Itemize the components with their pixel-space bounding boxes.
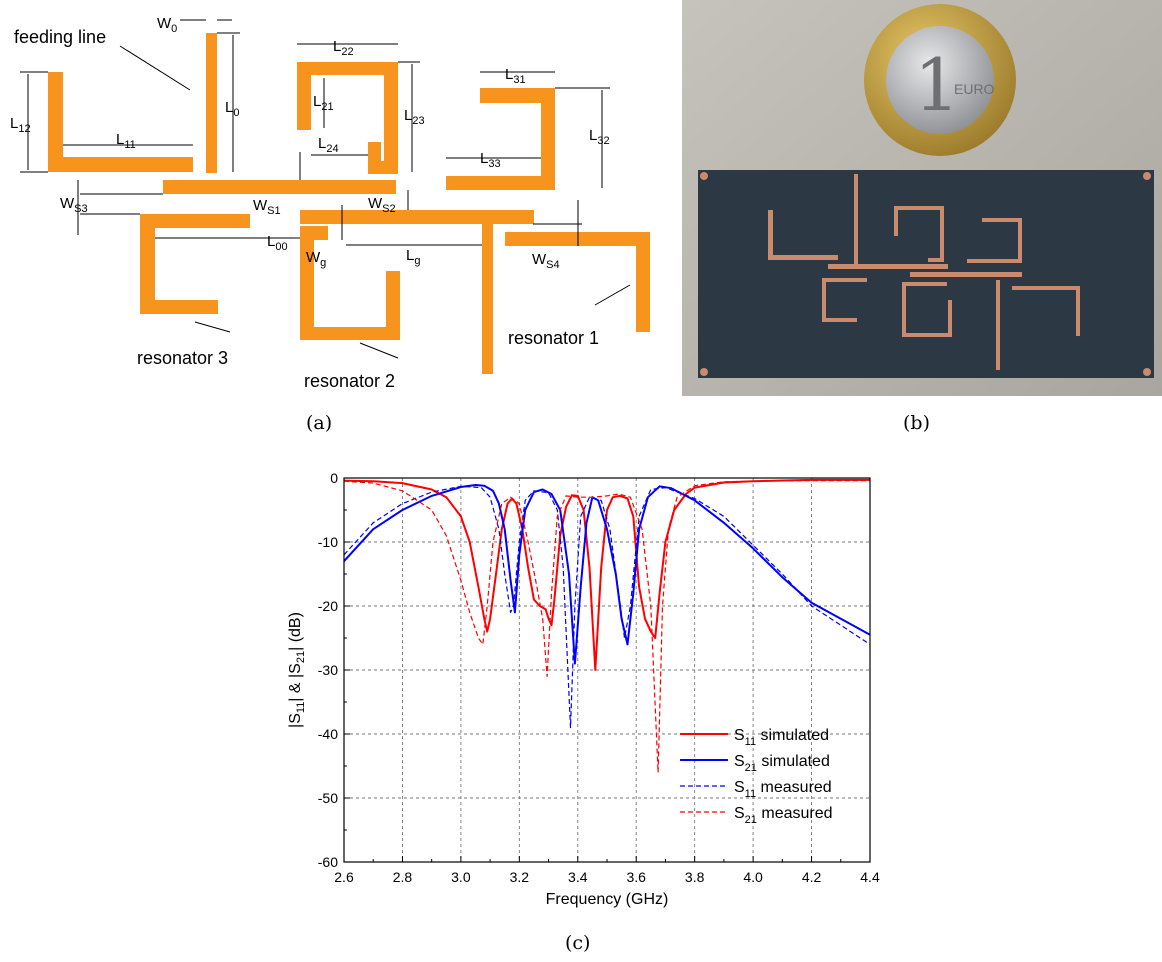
res1-top <box>480 88 555 103</box>
x-tick-label: 2.6 <box>334 869 354 885</box>
resonator-3-bottom-top <box>140 214 250 228</box>
legend-label-0: S11 simulated <box>734 727 829 748</box>
ws4-label: WS4 <box>532 251 560 271</box>
lg-label: Lg <box>406 247 420 267</box>
res2-top-left <box>297 62 311 130</box>
ws3-label: WS3 <box>60 195 88 215</box>
legend-label-2: S11 measured <box>734 779 832 800</box>
series-layer <box>343 478 871 773</box>
y-tick-label: -60 <box>318 854 338 870</box>
res1-bottom <box>446 176 555 190</box>
series-line-2 <box>343 485 871 729</box>
resonator-3-bottom-bottom <box>140 300 218 314</box>
x-tick-label: 3.0 <box>451 869 471 885</box>
x-tick-label: 3.8 <box>685 869 705 885</box>
y-tick-label: -20 <box>318 598 338 614</box>
l31-label: L31 <box>505 66 526 86</box>
grid-layer <box>344 478 870 862</box>
resonator-3-label: resonator 3 <box>137 348 228 368</box>
x-tick-label: 2.8 <box>393 869 413 885</box>
legend-label-3: S21 measured <box>734 805 833 826</box>
pcb-traces <box>768 174 1080 370</box>
resonator-2-label: resonator 2 <box>304 371 395 391</box>
y-tick-label: -30 <box>318 662 338 678</box>
l12-label: L12 <box>10 115 31 135</box>
wg-label: Wg <box>306 249 326 269</box>
fabricated-filter-photo: 1 EURO <box>682 0 1162 396</box>
l32-label: L32 <box>589 127 610 147</box>
ws2-label: WS2 <box>368 195 396 215</box>
photo-svg: 1 EURO <box>682 0 1162 396</box>
l23-label: L23 <box>404 107 425 127</box>
l24-label: L24 <box>318 135 339 155</box>
res2-bottom-bottom <box>300 327 400 340</box>
l22-label: L22 <box>333 38 354 58</box>
l11-label: L11 <box>116 131 136 151</box>
x-tick-label: 3.6 <box>626 869 646 885</box>
y-tick-label: -40 <box>318 726 338 742</box>
res1-bottom-vertical <box>636 232 650 332</box>
x-tick-label: 3.4 <box>568 869 588 885</box>
feeding-line-stub <box>206 33 217 173</box>
y-tick-label: 0 <box>330 470 338 486</box>
legend-label-1: S21 simulated <box>734 753 830 774</box>
w0-label: W0 <box>157 15 177 35</box>
tick-layer: 2.6 2.8 3.0 3.2 3.4 3.6 3.8 4.0 4.2 4.4 0 -10 -20 -30… <box>318 470 880 885</box>
res2-top-inner <box>368 142 381 174</box>
x-tick-label: 4.2 <box>802 869 822 885</box>
y-tick-label: -10 <box>318 534 338 550</box>
res2-bottom-left <box>300 226 314 340</box>
y-tick-label: -50 <box>318 790 338 806</box>
l21-label: L21 <box>313 93 334 113</box>
chart-svg: 2.6 2.8 3.0 3.2 3.4 3.6 3.8 4.0 4.2 4.4 0 -10 -20 -30… <box>287 470 880 908</box>
res1-right <box>541 88 555 190</box>
euro-coin: 1 EURO <box>864 4 1016 156</box>
s-parameter-chart: 2.6 2.8 3.0 3.2 3.4 3.6 3.8 4.0 4.2 4.4 0 -10 -20 -30… <box>270 462 890 932</box>
x-tick-label: 3.2 <box>510 869 530 885</box>
res2-top-right <box>384 62 398 174</box>
res2-bottom-right <box>386 271 400 340</box>
res2-top-top <box>297 62 398 75</box>
ws1-label: WS1 <box>253 197 281 217</box>
y-axis-label: |S11| & |S21| (dB) <box>287 612 307 728</box>
series-line-3 <box>343 480 870 773</box>
x-axis-label: Frequency (GHz) <box>546 891 669 908</box>
caption-a: (a) <box>306 412 333 434</box>
coupling-line-mid <box>300 210 534 224</box>
layout-diagram: feeding line resonator 3 resonator 2 res… <box>0 0 660 400</box>
layout-svg: feeding line resonator 3 resonator 2 res… <box>10 15 650 391</box>
x-tick-label: 4.4 <box>860 869 880 885</box>
x-tick-label: 4.0 <box>743 869 763 885</box>
caption-b: (b) <box>903 412 930 434</box>
coin-euro-text: EURO <box>954 81 995 97</box>
output-line <box>482 224 493 374</box>
feeding-line-label: feeding line <box>14 27 106 47</box>
caption-c: (c) <box>565 932 591 954</box>
l33-label: L33 <box>480 150 501 170</box>
feeding-line-bar <box>163 180 396 194</box>
l00-label: L00 <box>267 233 288 253</box>
series-line-1 <box>343 484 871 665</box>
resonator-1-label: resonator 1 <box>508 328 599 348</box>
resonator-3-top-vertical <box>48 72 63 172</box>
series-line-0 <box>343 478 870 671</box>
coin-numeral: 1 <box>914 43 960 127</box>
resonator-3-top-horizontal <box>48 157 193 172</box>
l0-label: L0 <box>225 99 239 119</box>
resonator-3-bottom-left <box>140 214 155 314</box>
